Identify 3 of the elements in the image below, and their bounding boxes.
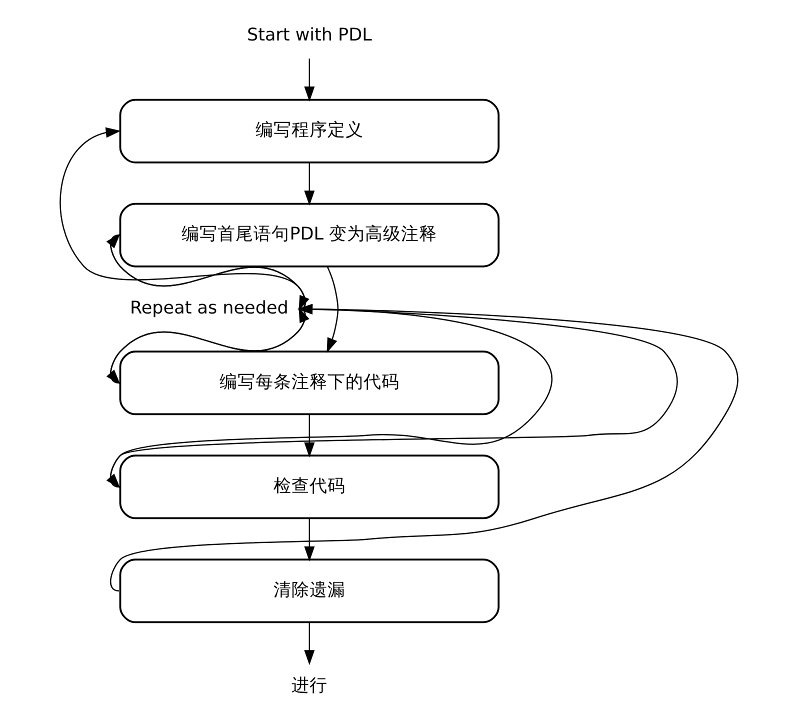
node-text: Repeat as needed	[130, 298, 288, 319]
node-text: Start with PDL	[246, 26, 372, 46]
node-text: 进行	[290, 676, 327, 696]
